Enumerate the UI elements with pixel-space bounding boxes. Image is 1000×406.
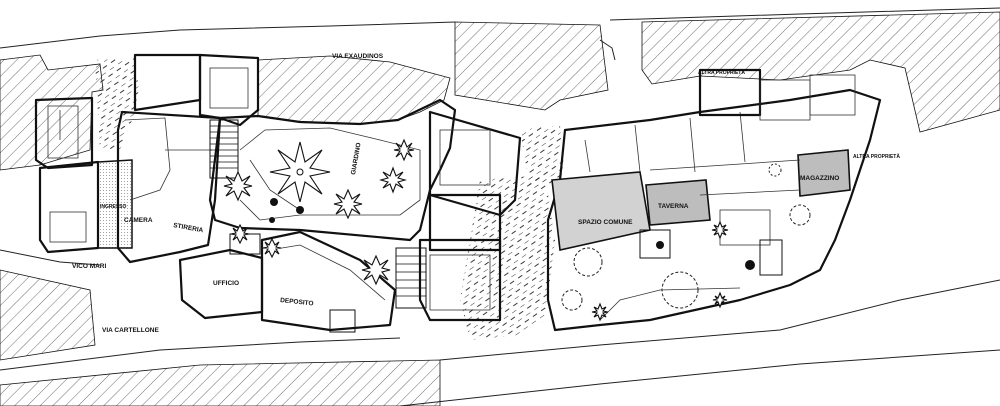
room-label-ingresso: INGRESSO	[100, 204, 127, 210]
room-label-deposito: DEPOSITO	[280, 297, 314, 307]
room-label-spazio-comune: SPAZIO COMUNE	[578, 219, 633, 226]
garden-courtyard	[208, 98, 522, 322]
street-label-vico-mari: VICO MARI	[72, 263, 107, 270]
room-label-camera: CAMERA	[124, 217, 153, 224]
street-label-via-exaudinos: VIA EXAUDINOS	[332, 53, 384, 60]
neighbour-label-1: ALTRA PROPRIETÀ	[698, 69, 745, 76]
large-tree-symbol	[269, 141, 331, 203]
neighbour-label-2: ALTRA PROPRIETÀ	[853, 153, 900, 160]
right-building	[546, 68, 882, 332]
paved-passages	[95, 58, 565, 340]
room-label-magazzino: MAGAZZINO	[800, 175, 839, 182]
garden-trees	[223, 138, 811, 322]
street-label-via-cartellone: VIA CARTELLONE	[102, 327, 159, 334]
neighbouring-properties	[0, 11, 1000, 406]
room-label-giardino: GIARDINO	[350, 142, 363, 175]
left-building	[34, 53, 260, 264]
room-label-stireria: STIRERIA	[173, 222, 204, 234]
street-lines	[0, 7, 1000, 406]
room-label-taverna: TAVERNA	[658, 203, 689, 210]
room-label-ufficio: UFFICIO	[213, 280, 239, 287]
